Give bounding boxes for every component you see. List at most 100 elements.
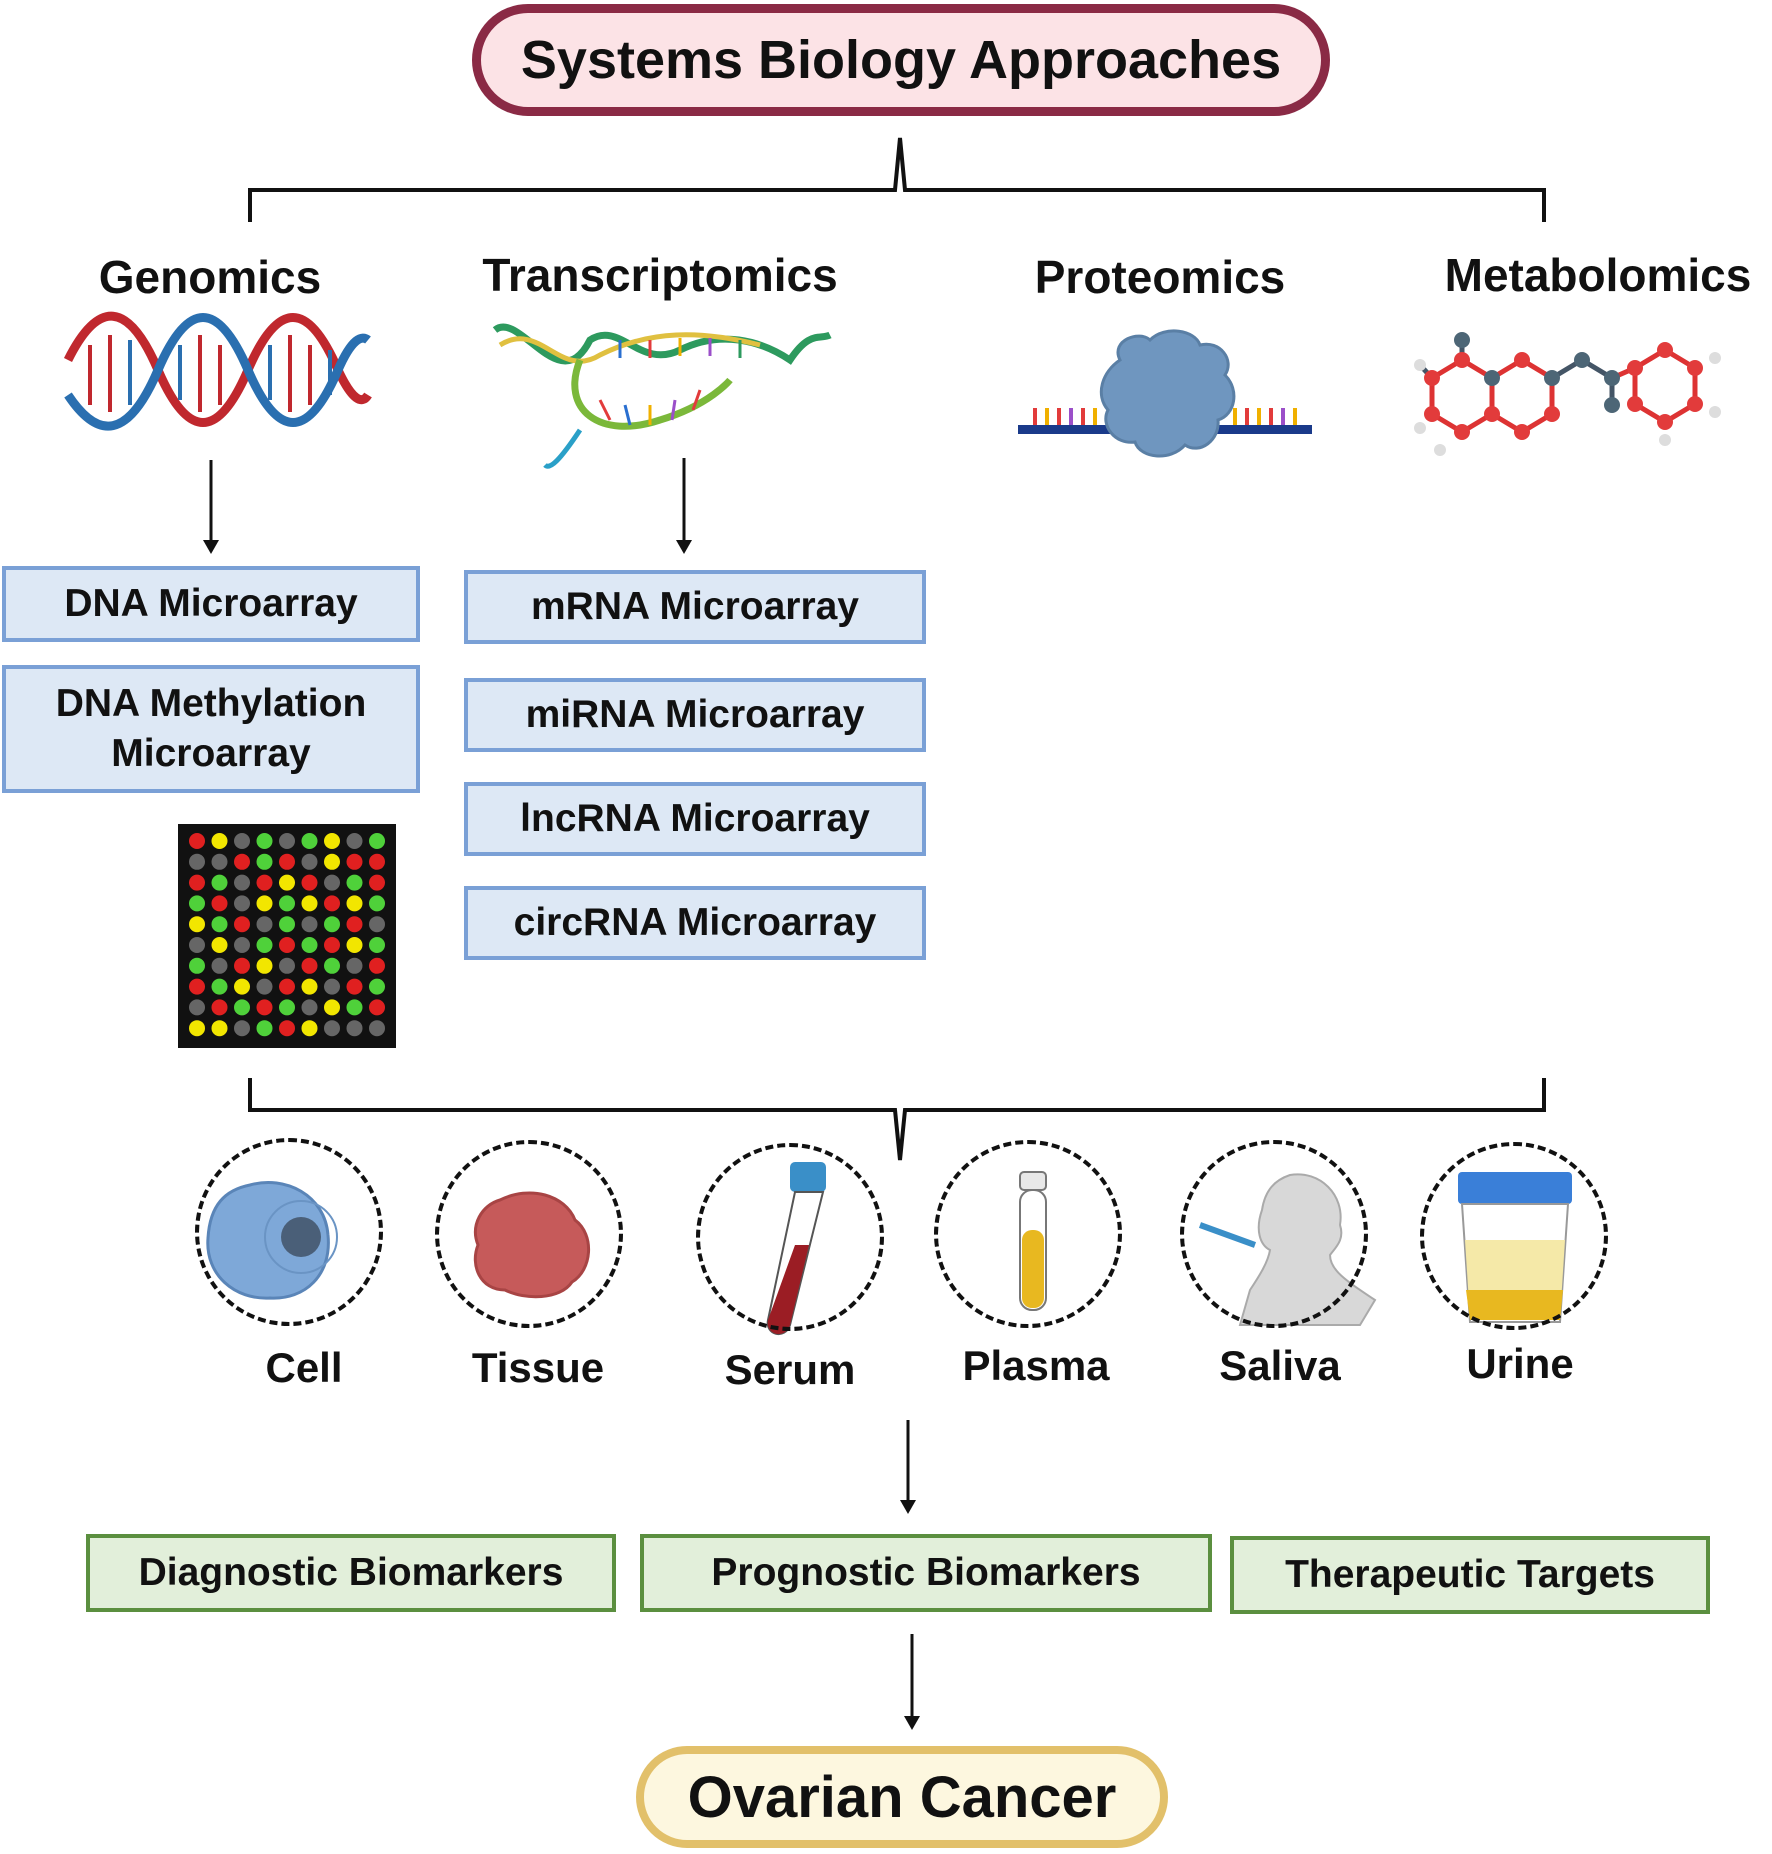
microarray-spot [346, 916, 363, 933]
microarray-spot [279, 833, 295, 849]
endpoint-label: Ovarian Cancer [687, 1764, 1117, 1830]
title-pill: Systems Biology Approaches [472, 4, 1330, 116]
microarray-spot [211, 916, 228, 933]
rna-strand-icon [492, 323, 832, 469]
microarray-spot [346, 957, 363, 974]
microarray-spot [256, 999, 273, 1016]
microarray-spot [346, 978, 363, 995]
diagnostic-biomarkers-box: Diagnostic Biomarkers [86, 1534, 616, 1612]
dna-microarray-box: DNA Microarray [2, 566, 420, 642]
circrna-microarray-box: circRNA Microarray [464, 886, 926, 960]
microarray-spot [279, 853, 295, 870]
microarray-spot [189, 874, 205, 891]
microarray-spot [256, 1020, 273, 1037]
microarray-spot [279, 978, 295, 995]
microarray-spot [234, 978, 250, 995]
microarray-spot [369, 874, 385, 891]
microarray-spot [324, 916, 340, 933]
microarray-spot [234, 999, 250, 1016]
metabolomics-heading: Metabolomics [1444, 249, 1752, 301]
microarray-spot [324, 937, 340, 953]
microarray-spot [211, 853, 228, 870]
top-bracket [248, 137, 1546, 222]
microarray-spot [234, 937, 250, 953]
microarray-spot [279, 937, 295, 953]
microarray-spot [279, 1020, 295, 1037]
microarray-spot [211, 978, 228, 995]
microarray-spot [211, 833, 228, 849]
microarray-spot [234, 874, 250, 891]
microarray-grid-icon [178, 824, 396, 1048]
microarray-spot [346, 937, 363, 953]
dna-methylation-box: DNA Methylation Microarray [2, 665, 420, 793]
outcome-label: Diagnostic Biomarkers [138, 1551, 564, 1594]
microarray-spot [369, 853, 385, 870]
outcome-label: Therapeutic Targets [1285, 1553, 1655, 1596]
microarray-spot [369, 1020, 385, 1037]
microarray-spot [234, 895, 250, 912]
outcome-label: Prognostic Biomarkers [711, 1551, 1141, 1594]
molecule-structure-icon [1414, 332, 1721, 456]
dna-double-helix-icon [63, 311, 372, 431]
microarray-spot [256, 978, 273, 995]
microarray-spot [369, 833, 385, 849]
microarray-spot [324, 895, 340, 912]
microarray-spot [346, 1020, 363, 1037]
microarray-spot [279, 916, 295, 933]
microarray-spot [369, 999, 385, 1016]
microarray-spot [189, 978, 205, 995]
microarray-spot [256, 895, 273, 912]
microarray-spot [324, 957, 340, 974]
prognostic-biomarkers-box: Prognostic Biomarkers [640, 1534, 1212, 1612]
microarray-spot [324, 999, 340, 1016]
microarray-spot [301, 895, 318, 912]
serum-circle [696, 1143, 884, 1331]
mrna-microarray-box: mRNA Microarray [464, 570, 926, 644]
tissue-circle [435, 1140, 623, 1328]
microarray-spot [346, 999, 363, 1016]
endpoint-pill: Ovarian Cancer [636, 1746, 1168, 1848]
microarray-spot [256, 874, 273, 891]
microarray-spot [256, 833, 273, 849]
microarray-spot [369, 978, 385, 995]
sample-label-saliva: Saliva [1219, 1342, 1341, 1389]
microarray-spot [211, 937, 228, 953]
method-label: miRNA Microarray [525, 693, 865, 736]
microarray-spot [211, 874, 228, 891]
microarray-spot [189, 957, 205, 974]
microarray-spot [301, 833, 318, 849]
microarray-spot [279, 999, 295, 1016]
microarray-spot [189, 999, 205, 1016]
microarray-spot [301, 937, 318, 953]
microarray-spot [346, 874, 363, 891]
microarray-spot [324, 1020, 340, 1037]
urine-circle [1420, 1142, 1608, 1330]
microarray-spot [189, 853, 205, 870]
microarray-spot [189, 1020, 205, 1037]
microarray-spot [211, 895, 228, 912]
microarray-spot [234, 833, 250, 849]
method-label: DNA Microarray [64, 582, 358, 625]
microarray-spot [279, 874, 295, 891]
microarray-spot [256, 916, 273, 933]
microarray-spot [234, 916, 250, 933]
microarray-spot [234, 957, 250, 974]
method-label: mRNA Microarray [531, 585, 859, 628]
proteomics-heading: Proteomics [1034, 251, 1286, 303]
method-label: circRNA Microarray [513, 901, 877, 944]
microarray-spot [324, 833, 340, 849]
cell-circle [195, 1138, 383, 1326]
microarray-spot [301, 957, 318, 974]
microarray-spot [256, 937, 273, 953]
microarray-spot [346, 833, 363, 849]
microarray-spot [189, 916, 205, 933]
therapeutic-targets-box: Therapeutic Targets [1230, 1536, 1710, 1614]
microarray-spot [369, 957, 385, 974]
protein-on-strand-icon [1018, 329, 1312, 458]
microarray-spot [324, 978, 340, 995]
microarray-spot [234, 1020, 250, 1037]
microarray-spot [211, 957, 228, 974]
microarray-spot [256, 957, 273, 974]
microarray-spot [369, 895, 385, 912]
microarray-spot [301, 916, 318, 933]
